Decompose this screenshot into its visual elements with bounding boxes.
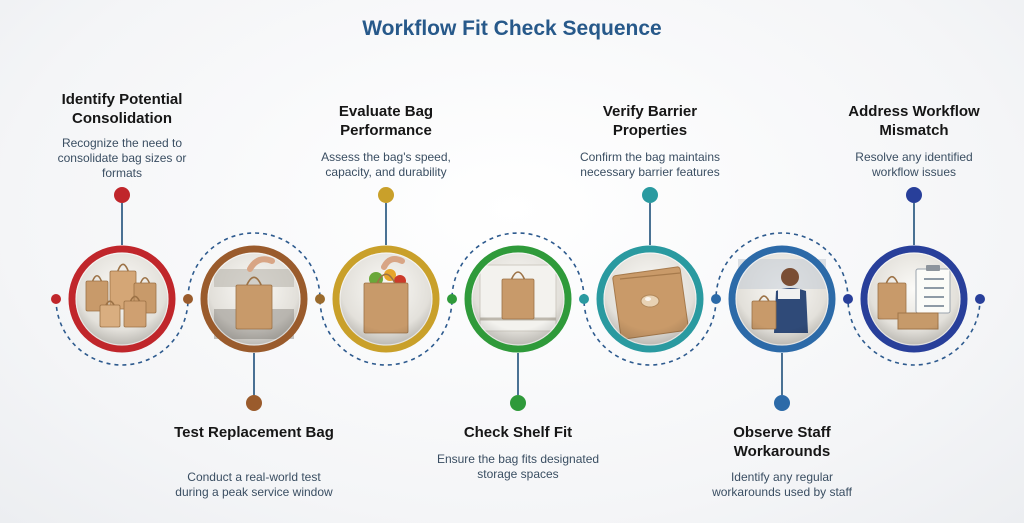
step-ring — [728, 245, 836, 353]
step-circle-7 — [860, 245, 968, 353]
step-description-4: Ensure the bag fits designated storage s… — [436, 452, 600, 481]
step-circle-5 — [596, 245, 704, 353]
step-title-5: Verify Barrier Properties — [602, 103, 698, 139]
step-ring — [596, 245, 704, 353]
step-marker — [774, 395, 790, 411]
junction-dot — [51, 294, 61, 304]
step-title-4: Check Shelf Fit — [463, 424, 573, 441]
step-circle-3 — [332, 245, 440, 353]
junction-dot — [579, 294, 589, 304]
step-marker — [510, 395, 526, 411]
step-title-6: Observe Staff Workarounds — [733, 424, 831, 460]
step-ring — [860, 245, 968, 353]
step-description-5: Confirm the bag maintains necessary barr… — [579, 150, 721, 179]
step-circle-4 — [464, 245, 572, 353]
step-title-7: Address Workflow Mismatch — [848, 103, 980, 139]
step-ring — [332, 245, 440, 353]
step-marker — [246, 395, 262, 411]
page-title: Workflow Fit Check Sequence — [362, 17, 662, 40]
step-ring — [68, 245, 176, 353]
step-ring — [464, 245, 572, 353]
step-ring — [200, 245, 308, 353]
junction-dot — [711, 294, 721, 304]
step-marker — [906, 187, 922, 203]
step-description-2: Conduct a real-world test during a peak … — [175, 470, 333, 499]
junction-dot — [843, 294, 853, 304]
junction-dot — [447, 294, 457, 304]
step-description-3: Assess the bag's speed, capacity, and du… — [321, 150, 451, 179]
step-title-1: Identify Potential Consolidation — [61, 91, 183, 127]
step-title-2: Test Replacement Bag — [174, 424, 334, 441]
step-description-7: Resolve any identified workflow issues — [855, 150, 973, 179]
step-circle-2 — [200, 245, 308, 353]
step-marker — [378, 187, 394, 203]
step-circle-1 — [68, 245, 176, 353]
step-description-1: Recognize the need to consolidate bag si… — [57, 136, 187, 180]
junction-dot — [183, 294, 193, 304]
step-marker — [114, 187, 130, 203]
dashed-flow-line — [55, 232, 981, 366]
step-circle-6 — [728, 245, 836, 353]
step-marker — [642, 187, 658, 203]
junction-dot — [315, 294, 325, 304]
step-title-3: Evaluate Bag Performance — [338, 103, 434, 139]
step-description-6: Identify any regular workarounds used by… — [712, 470, 852, 499]
junction-dot — [975, 294, 985, 304]
